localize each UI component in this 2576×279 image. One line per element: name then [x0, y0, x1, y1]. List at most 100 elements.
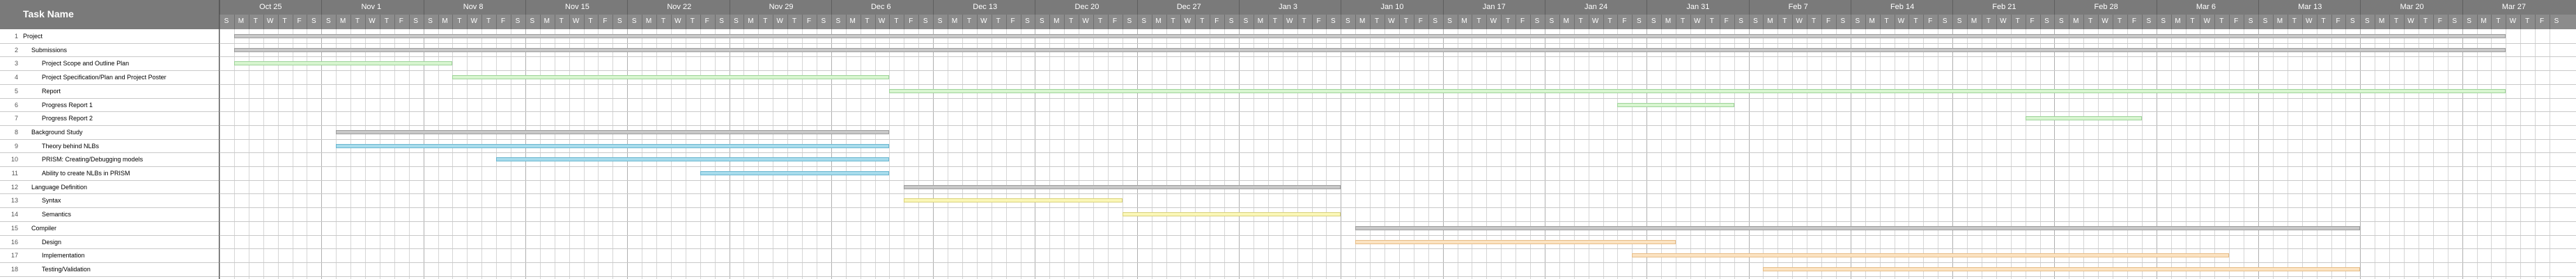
task-bar[interactable] — [1617, 102, 1734, 107]
day-separator — [1879, 15, 1881, 29]
grid-column-line — [1865, 29, 1866, 279]
day-separator — [1573, 15, 1575, 29]
grid-column-line — [1297, 29, 1298, 279]
day-separator — [2345, 15, 2347, 29]
task-name[interactable]: Theory behind NLBs — [42, 142, 100, 150]
task-bar[interactable] — [1355, 239, 1676, 244]
day-label: M — [1869, 17, 1875, 25]
grid-column-line — [802, 29, 803, 279]
task-name[interactable]: Progress Report 2 — [42, 115, 93, 122]
day-label: S — [325, 17, 331, 25]
week-separator — [321, 0, 323, 15]
task-bar[interactable] — [452, 75, 890, 80]
week-label: Oct 25 — [259, 3, 282, 11]
grid-column-line — [233, 29, 235, 279]
day-label: S — [530, 17, 535, 25]
row-divider — [0, 97, 2576, 99]
row-divider — [0, 70, 2576, 72]
grid-column-line — [1967, 29, 1968, 279]
row-divider — [0, 276, 2576, 277]
week-label: Mar 6 — [2196, 3, 2216, 11]
task-name[interactable]: Design — [42, 238, 62, 246]
task-bar[interactable] — [700, 171, 890, 175]
grid-column-line — [845, 29, 847, 279]
task-name[interactable]: PRISM: Creating/Debugging models — [42, 156, 144, 164]
task-name[interactable]: Testing/Validation — [42, 265, 91, 273]
day-label: S — [413, 17, 419, 25]
task-bar[interactable] — [904, 184, 1341, 189]
task-name[interactable]: Syntax — [42, 197, 61, 205]
day-separator — [2141, 15, 2143, 29]
grid-column-line — [2331, 29, 2332, 279]
day-separator — [714, 15, 716, 29]
day-label: S — [224, 17, 229, 25]
task-bar[interactable] — [336, 143, 890, 148]
day-label: T — [2525, 17, 2530, 25]
grid-column-line — [1603, 29, 1604, 279]
week-separator — [2258, 0, 2259, 15]
task-bar[interactable] — [1632, 253, 2230, 258]
task-bar[interactable] — [233, 47, 2506, 52]
task-name[interactable]: Submissions — [31, 46, 68, 54]
task-bar[interactable] — [233, 61, 453, 66]
task-name[interactable]: Ability to create NLBs in PRISM — [42, 170, 130, 177]
row-divider — [0, 111, 2576, 113]
task-name[interactable]: Language Definition — [31, 183, 88, 191]
grid-column-line — [2432, 29, 2434, 279]
task-name[interactable]: Project Specification/Plan and Project P… — [42, 74, 167, 81]
day-label: T — [894, 17, 899, 25]
day-separator — [481, 15, 483, 29]
week-label: Dec 6 — [870, 3, 891, 11]
day-label: W — [1897, 17, 1905, 25]
day-label: S — [1840, 17, 1846, 25]
day-label: M — [1767, 17, 1773, 25]
day-separator — [1311, 15, 1313, 29]
task-name[interactable]: Progress Report 1 — [42, 101, 93, 109]
day-separator — [758, 15, 759, 29]
grid-column-line — [2170, 29, 2172, 279]
task-bar[interactable] — [1122, 212, 1341, 217]
task-bar[interactable] — [1355, 225, 2361, 230]
day-separator — [583, 15, 585, 29]
grid-column-line — [1398, 29, 1400, 279]
day-label: T — [1200, 17, 1205, 25]
day-separator — [627, 15, 628, 29]
task-bar[interactable] — [1763, 266, 2361, 271]
week-label: Jan 17 — [1482, 3, 1506, 11]
task-bar[interactable] — [496, 157, 890, 162]
row-number: 3 — [14, 60, 18, 67]
week-label: Dec 20 — [1074, 3, 1100, 11]
day-label: W — [2000, 17, 2007, 25]
grid-column-line — [1311, 29, 1313, 279]
task-bar[interactable] — [336, 129, 890, 134]
day-separator — [2404, 15, 2405, 29]
grid-column-line — [394, 29, 395, 279]
grid-column-line — [1515, 29, 1517, 279]
task-name[interactable]: Report — [42, 87, 61, 95]
week-separator — [2462, 0, 2463, 15]
day-label: F — [2437, 17, 2442, 25]
grid-column-line — [2301, 29, 2303, 279]
week-label: Feb 28 — [2094, 3, 2118, 11]
task-name[interactable]: Implementation — [42, 252, 85, 260]
day-label: T — [1709, 17, 1714, 25]
task-name[interactable]: Project — [23, 33, 43, 40]
day-separator — [2331, 15, 2332, 29]
day-separator — [219, 15, 220, 29]
task-bar[interactable] — [904, 198, 1123, 203]
task-bar[interactable] — [889, 88, 2506, 93]
grid-column-line — [1996, 29, 1997, 279]
day-label: T — [588, 17, 593, 25]
task-name[interactable]: Background Study — [31, 128, 83, 136]
task-name[interactable]: Compiler — [31, 224, 57, 232]
task-bar[interactable] — [2025, 116, 2142, 121]
day-separator — [1501, 15, 1502, 29]
task-bar[interactable] — [233, 34, 2506, 38]
task-name[interactable]: Semantics — [42, 211, 72, 218]
task-name[interactable]: Project Scope and Outline Plan — [42, 60, 130, 67]
day-label: T — [2015, 17, 2020, 25]
day-label: T — [1607, 17, 1612, 25]
week-label: Feb 21 — [1992, 3, 2016, 11]
day-label: M — [543, 17, 550, 25]
